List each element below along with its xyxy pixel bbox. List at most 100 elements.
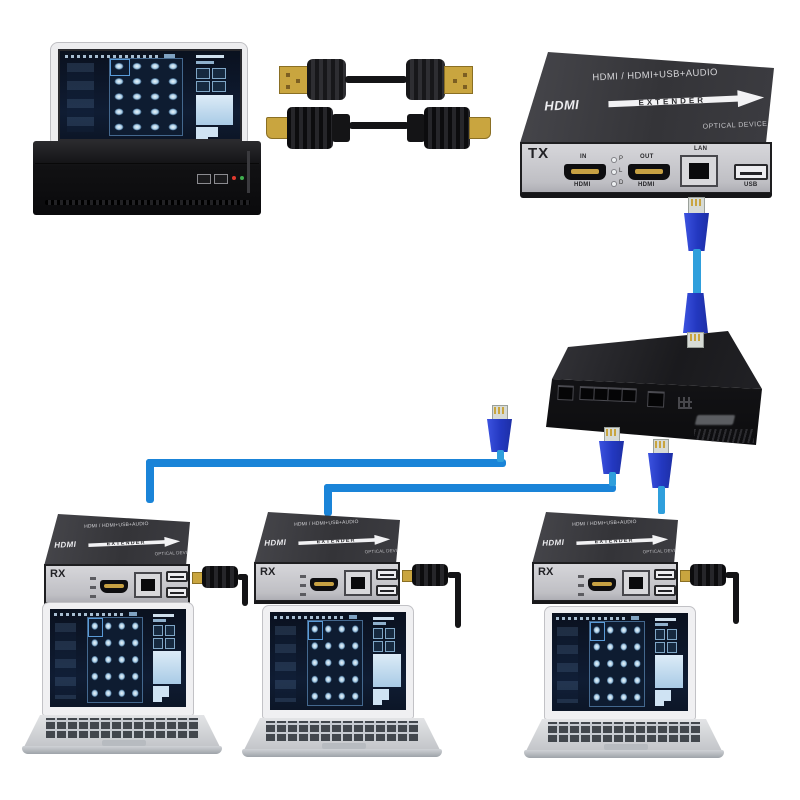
extender-arrow: EXTENDER [298, 534, 390, 548]
laptop-touchpad [604, 744, 648, 750]
panel-preview-small [654, 690, 672, 701]
panel-preview-notch [372, 699, 382, 706]
hdmi-out-label: OUT [640, 154, 654, 160]
laptop-keyboard-deck [244, 718, 440, 750]
switch-lan-port-4 [621, 387, 637, 403]
rj45-boot [648, 453, 673, 488]
lan-label: LAN [694, 146, 708, 152]
hdmi-plug-body-left [287, 107, 333, 149]
panel-preview-small [152, 686, 170, 697]
medical-viewer-screen [270, 612, 406, 710]
hdmi-cable-cord [349, 122, 409, 129]
extender-arrow: EXTENDER [608, 89, 765, 113]
laptop-keyboard-deck [24, 715, 220, 747]
viewer-toolbar [54, 612, 125, 616]
rj45-tip-up [688, 197, 705, 214]
laptop-base [242, 749, 442, 757]
laptop-keyboard-deck [526, 719, 722, 751]
power-led-red [232, 176, 236, 180]
tx-label: TX [528, 145, 550, 162]
hdmi-tail-cord-v [455, 572, 461, 628]
model-label: HDMI / HDMI+USB+AUDIO [572, 518, 637, 527]
laptop-3 [524, 606, 724, 758]
panel-subheader [372, 621, 387, 625]
laptop-1 [22, 602, 222, 754]
switch-vent-grille [694, 429, 754, 443]
rx-front-panel: RX [254, 562, 400, 602]
panel-preview-large [195, 95, 234, 125]
viewer-toolbar [65, 54, 159, 58]
rx-usb-port-2 [166, 587, 188, 598]
viewer-side-panel [654, 617, 685, 707]
rj45-boot [599, 441, 624, 474]
laptop-lid [544, 606, 696, 720]
brain-scan-grid [306, 619, 364, 707]
media-box-power-slot [247, 151, 250, 193]
led-link [612, 170, 616, 174]
laptop-touchpad [102, 740, 146, 746]
rx-top-face: HDMI / HDMI+USB+AUDIO HDMI EXTENDER OPTI… [254, 512, 404, 564]
line-b-horizontal [324, 484, 616, 492]
extender-arrow: EXTENDER [576, 534, 668, 548]
switch-lan-port-5 [647, 390, 665, 408]
laptop-lid [262, 605, 414, 719]
laptop-2 [242, 605, 442, 757]
rx-lan-port [622, 570, 650, 596]
network-switch [544, 331, 762, 461]
rx-usb-port-2 [376, 585, 398, 596]
panel-preview-small [372, 689, 390, 700]
hdmi-logo: HDMI [544, 97, 580, 114]
optical-device-label: OPTICAL DEVICE [642, 547, 682, 555]
rx-unit-2: HDMI / HDMI+USB+AUDIO HDMI EXTENDER OPTI… [252, 510, 461, 628]
rx-hdmi-port [310, 578, 338, 591]
laptop-keyboard [46, 718, 198, 738]
laptop-screen [50, 609, 186, 707]
usb-port [734, 164, 768, 180]
brain-scan-grid [86, 616, 144, 704]
viewer-thumbnail-strip [67, 63, 95, 132]
optical-device-label: OPTICAL DEVICE [154, 549, 194, 557]
rx-usb-port-1 [654, 569, 676, 580]
panel-header [654, 617, 677, 621]
line-a-vertical [146, 459, 154, 503]
hdmi-logo: HDMI [542, 537, 565, 548]
panel-preview-small [195, 127, 219, 137]
rj45-boot-up [684, 213, 709, 251]
rx-leds [300, 570, 306, 596]
rx-label: RX [260, 566, 276, 578]
rx-base-shadow [254, 601, 400, 604]
media-box-vent [45, 200, 250, 205]
rj45-tip [492, 405, 508, 420]
panel-subheader [152, 618, 167, 622]
hdmi-tail-cord-h [447, 572, 461, 578]
source-media-box [33, 141, 261, 215]
extender-arrow-label: EXTENDER [638, 95, 707, 108]
hdmi-logo: HDMI [54, 539, 77, 550]
rx-front-panel: RX [44, 564, 190, 604]
hdmi-out-type-label: HDMI [638, 182, 655, 188]
switch-status-leds [678, 397, 692, 409]
usb-plug-body-left [307, 59, 346, 100]
hdmi-plug-tip-left [266, 117, 288, 139]
viewer-toolbar [274, 615, 345, 619]
rx-lan-port [134, 572, 162, 598]
rx-label: RX [538, 566, 554, 578]
hdmi-plug-step-left [332, 114, 350, 142]
hdmi-tail-body [412, 564, 448, 586]
tx-base-shadow [520, 193, 772, 198]
rx-unit-3: HDMI / HDMI+USB+AUDIO HDMI EXTENDER OPTI… [530, 510, 739, 624]
hdmi-in-type-label: HDMI [574, 182, 591, 188]
media-box-usb-port [214, 174, 228, 184]
media-box-panel-line [35, 163, 259, 164]
hdmi-plug-body-right [424, 107, 470, 149]
panel-subheader [654, 622, 669, 626]
optical-device-label: OPTICAL DEVICE [364, 547, 404, 555]
laptop-keyboard [266, 721, 418, 741]
laptop-touchpad [322, 743, 366, 749]
rx-top-face: HDMI / HDMI+USB+AUDIO HDMI EXTENDER OPTI… [532, 512, 682, 564]
viewer-toolbar-icon [164, 54, 176, 59]
media-box-usb-port [197, 174, 211, 184]
tx-leds: P L D [612, 156, 630, 194]
viewer-toolbar [556, 616, 627, 620]
